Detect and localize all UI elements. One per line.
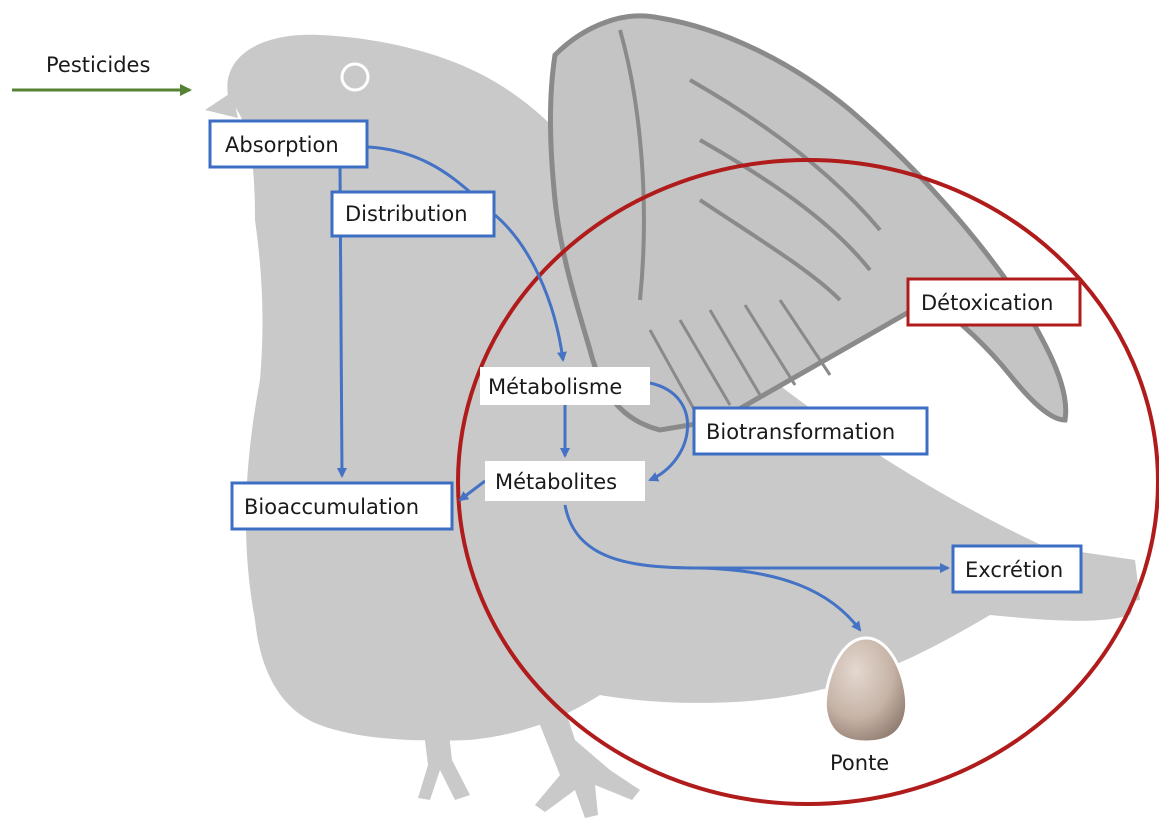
- pesticides-label: Pesticides: [46, 53, 150, 77]
- distribution-label: Distribution: [345, 202, 468, 226]
- node-detoxication: Détoxication: [908, 279, 1080, 325]
- biotransformation-label: Biotransformation: [706, 420, 895, 444]
- detoxication-label: Détoxication: [921, 291, 1053, 315]
- node-excretion: Excrétion: [953, 546, 1081, 592]
- node-absorption: Absorption: [210, 121, 367, 167]
- node-distribution: Distribution: [332, 192, 494, 236]
- excretion-label: Excrétion: [965, 558, 1063, 582]
- node-metabolites: Métabolites: [485, 461, 645, 501]
- bioaccumulation-label: Bioaccumulation: [244, 495, 419, 519]
- node-metabolisme: Métabolisme: [480, 367, 650, 405]
- metabolites-label: Métabolites: [495, 470, 617, 494]
- absorption-label: Absorption: [225, 133, 339, 157]
- node-bioaccumulation: Bioaccumulation: [232, 483, 452, 529]
- ponte-label: Ponte: [830, 751, 889, 775]
- metabolisme-label: Métabolisme: [488, 375, 622, 399]
- node-biotransformation: Biotransformation: [694, 408, 927, 454]
